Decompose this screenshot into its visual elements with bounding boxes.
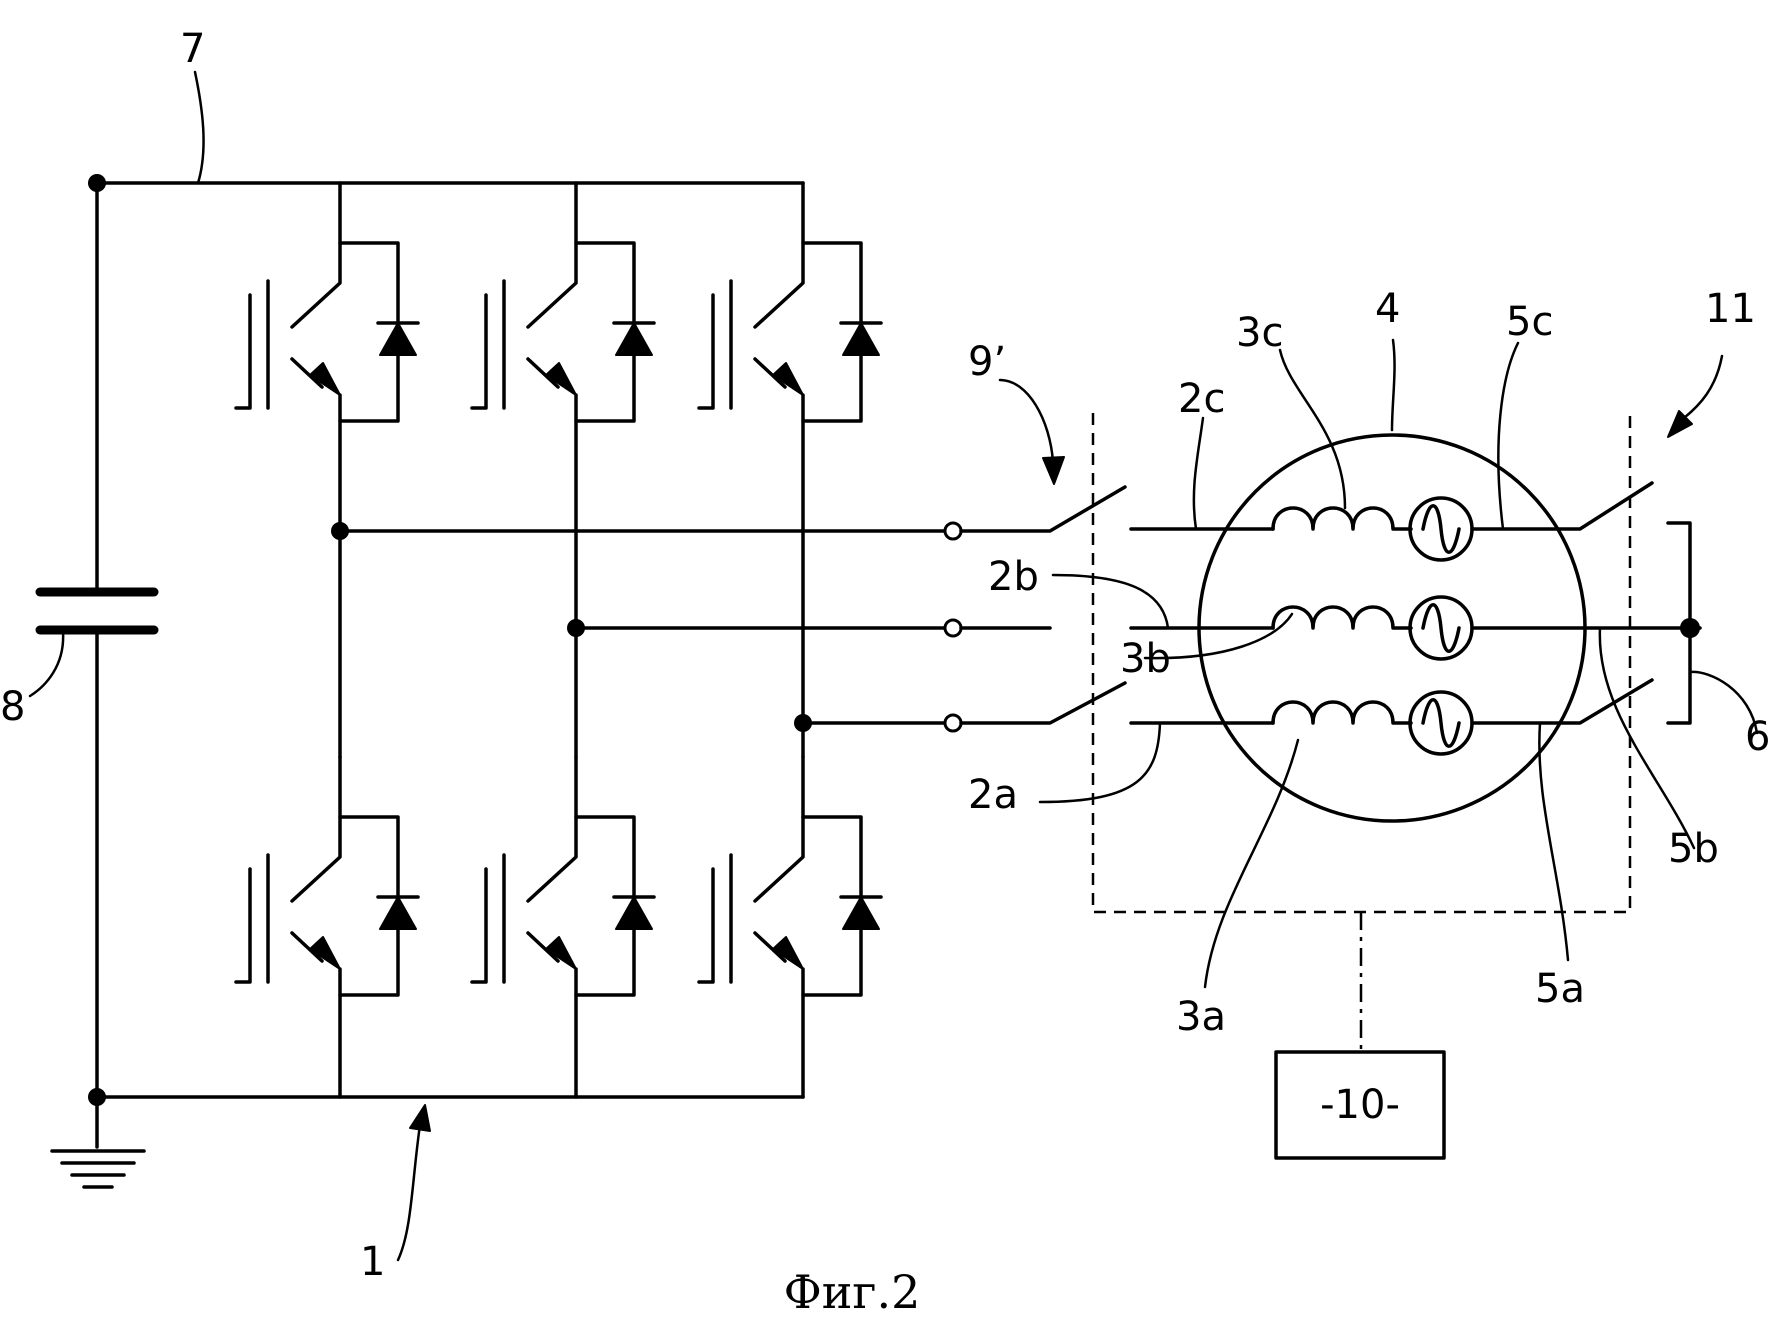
winding-3c-icon <box>1271 506 1413 531</box>
label-2a: 2a <box>968 772 1018 818</box>
label-6: 6 <box>1745 714 1770 760</box>
conductor-5c-line <box>1470 481 1654 531</box>
emf-source-c-icon <box>1408 496 1474 562</box>
label-5a: 5a <box>1535 966 1585 1012</box>
igbt-upper-phase-c <box>697 181 883 423</box>
figure-caption: Фиг.2 <box>784 1265 921 1319</box>
igbt-lower-phase-b <box>470 755 656 997</box>
igbt-upper-phase-b <box>470 181 656 423</box>
label-2b: 2b <box>988 554 1039 600</box>
label-4: 4 <box>1375 286 1400 332</box>
label-3a: 3a <box>1176 994 1226 1040</box>
label-3c: 3c <box>1236 310 1283 356</box>
label-5b: 5b <box>1668 826 1719 872</box>
phase-node-middle <box>567 619 585 637</box>
switch-terminal-bottom <box>943 713 963 733</box>
emf-source-a-icon <box>1408 690 1474 756</box>
leader-3b <box>1143 612 1294 660</box>
emf-source-b-icon <box>1408 595 1474 661</box>
arrow-9-icon <box>1042 456 1065 485</box>
leader-2c <box>1192 416 1205 531</box>
leader-3c <box>1278 348 1347 510</box>
conductor-5a-line <box>1470 678 1654 725</box>
winding-3b-icon <box>1271 605 1413 630</box>
leader-2a <box>1038 721 1162 804</box>
star-point-node <box>1680 618 1700 638</box>
igbt-lower-phase-c <box>697 755 883 997</box>
arrow-11-icon <box>1667 410 1693 438</box>
leader-5a <box>1538 721 1570 962</box>
switch-terminal-middle <box>943 618 963 638</box>
leader-8 <box>28 630 65 698</box>
phase-node-top <box>331 522 349 540</box>
leader-3a <box>1203 738 1300 989</box>
leader-9 <box>998 378 1055 464</box>
leader-4 <box>1390 338 1396 432</box>
igbt-lower-phase-a <box>234 755 420 997</box>
label-11: 11 <box>1705 286 1756 332</box>
leader-5b <box>1598 626 1696 850</box>
leader-1 <box>396 1123 422 1262</box>
arrow-1-icon <box>409 1104 431 1132</box>
switch-terminal-top <box>943 521 963 541</box>
label-2c: 2c <box>1178 376 1225 422</box>
winding-3a-icon <box>1271 700 1413 725</box>
label-3b: 3b <box>1120 636 1171 682</box>
label-7: 7 <box>180 26 205 72</box>
controller-label: -10- <box>1320 1082 1400 1128</box>
phase-node-bottom <box>794 714 812 732</box>
leader-5c <box>1497 341 1520 531</box>
igbt-upper-phase-a <box>234 181 420 423</box>
controller-box <box>1274 1050 1446 1160</box>
label-1: 1 <box>360 1239 385 1285</box>
label-8: 8 <box>0 684 25 730</box>
label-9-prime: 9’ <box>968 339 1006 385</box>
switch-line-bottom <box>959 681 1127 725</box>
label-5c: 5c <box>1506 299 1553 345</box>
leader-11 <box>1682 354 1724 420</box>
leader-2b <box>1051 573 1170 630</box>
leader-7 <box>193 70 205 185</box>
leader-6 <box>1688 670 1759 735</box>
ground-icon <box>50 1095 146 1189</box>
switch-line-top <box>959 485 1127 533</box>
